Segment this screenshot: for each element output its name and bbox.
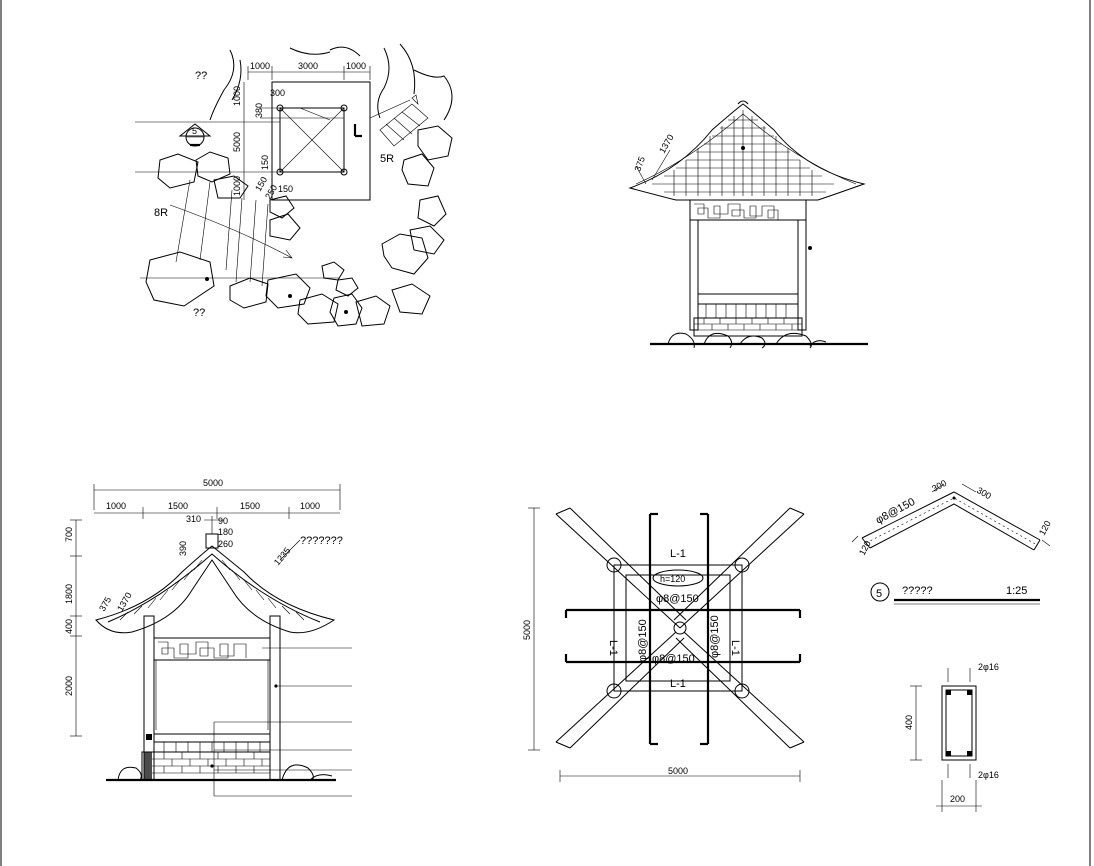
detail-scale: 1:25 — [1006, 585, 1027, 597]
detail-number-circle — [870, 582, 890, 602]
section-dim-1000-right: 1000 — [300, 501, 320, 511]
roof-tiles — [652, 110, 834, 196]
detail-number: 5 — [876, 588, 882, 600]
section-dim-1800: 1800 — [64, 584, 74, 604]
site-label-bottom: ?? — [193, 307, 205, 319]
section-dim-5000: 5000 — [203, 478, 223, 488]
dim-1000-right: 1000 — [346, 61, 366, 71]
detail-rebar-label: φ8@150 — [874, 496, 917, 527]
section-dim-180: 180 — [218, 527, 233, 537]
dim-3000: 3000 — [298, 61, 318, 71]
diagonal-rafters — [555, 507, 805, 749]
beam-outline — [941, 685, 977, 761]
section-dim-1000-left: 1000 — [106, 501, 126, 511]
section-dim-90: 90 — [218, 516, 228, 526]
section-column-right — [269, 615, 281, 781]
section-dim-400: 400 — [64, 619, 74, 634]
dim-v1000-bottom: 1000 — [232, 176, 242, 196]
arc-label-8r: 8R — [154, 207, 168, 219]
slab-thickness: h=120 — [660, 574, 685, 584]
site-plan: 1000 3000 1000 1000 5000 1000 300 380 15… — [135, 43, 453, 327]
beam-height: 400 — [904, 715, 914, 730]
dim-v1000-top: 1000 — [232, 86, 242, 106]
section-dim-1500-left: 1500 — [168, 501, 188, 511]
section-lattice — [153, 637, 271, 661]
beam-label-bottom: L-1 — [670, 678, 686, 690]
detail-title: ????? — [902, 585, 933, 597]
section-roof — [95, 545, 336, 634]
arc-label-5r: 5R — [380, 153, 394, 165]
detail-dim-300-right: 300 — [975, 485, 993, 501]
section-bench — [153, 733, 271, 743]
section-dim-1500-right: 1500 — [240, 501, 260, 511]
rebar-label-right: φ8@150 — [709, 615, 721, 658]
front-elevation: 375 1370 — [628, 100, 868, 349]
detail-dim-120-left: 120 — [857, 539, 873, 557]
rocks — [145, 43, 453, 327]
dim-v5000: 5000 — [232, 132, 242, 152]
section-callout: ??????? — [300, 535, 343, 547]
beam-label-top: L-1 — [670, 548, 686, 560]
pavilion-outline — [271, 81, 371, 201]
column-left — [689, 219, 699, 331]
ring-beam — [613, 564, 743, 692]
beam-top-rebar: 2φ16 — [978, 662, 999, 672]
section-dim-260: 260 — [218, 539, 233, 549]
rebar-label-bottom: φ8@150 — [652, 653, 695, 665]
brick-base — [693, 317, 803, 337]
dim-150-b: 150 — [278, 184, 293, 194]
section-dim-1235: 1235 — [272, 546, 293, 568]
lattice-fascia — [689, 199, 807, 221]
section-marker — [178, 123, 212, 137]
section-dim-375: 375 — [97, 595, 113, 613]
column-right — [797, 219, 807, 331]
rebar-label-left: φ8@150 — [637, 619, 649, 662]
section-roof-hatch — [119, 559, 305, 621]
slab-thickness-tag — [652, 569, 704, 587]
rebar-label-top: φ8@150 — [656, 593, 699, 605]
detail-dim-120-right: 120 — [1037, 519, 1053, 537]
section-dim-390: 390 — [178, 541, 188, 556]
site-label-top: ?? — [195, 70, 207, 82]
roof-plan: 5000 5000 L-1 L-1 L-1 L-1 — [522, 507, 805, 782]
section-marker-number: 5 — [192, 126, 197, 136]
dim-1000-left: 1000 — [250, 61, 270, 71]
dim-300: 300 — [270, 88, 285, 98]
section-leaders — [213, 647, 352, 797]
detail-dim-300-left: 300 — [930, 478, 948, 494]
beam-width: 200 — [950, 794, 965, 804]
roof-plan-dim-width: 5000 — [668, 766, 688, 776]
railing — [697, 293, 799, 305]
section-dim-1370: 1370 — [115, 591, 134, 613]
section-dim-2000: 2000 — [64, 676, 74, 696]
elev-dim-1370: 1370 — [657, 133, 676, 155]
section-dim-700: 700 — [64, 527, 74, 542]
beam-label-right: L-1 — [729, 640, 741, 656]
roof — [628, 103, 866, 201]
roof-plan-dim-height: 5000 — [522, 620, 532, 640]
section-drawing: 5000 1000 1500 1500 1000 700 1800 400 20… — [64, 478, 352, 797]
dim-150-a: 150 — [260, 155, 270, 170]
elev-dim-375: 375 — [632, 155, 647, 173]
beam-label-left: L-1 — [607, 640, 619, 656]
dim-380: 380 — [254, 103, 264, 118]
beam-bottom-rebar: 2φ16 — [978, 770, 999, 780]
roof-slab-detail: 300 300 120 120 φ8@150 5 ????? 1:25 — [851, 478, 1053, 605]
section-dim-310: 310 — [186, 514, 201, 524]
beam-section: 2φ16 2φ16 400 200 — [904, 662, 999, 812]
